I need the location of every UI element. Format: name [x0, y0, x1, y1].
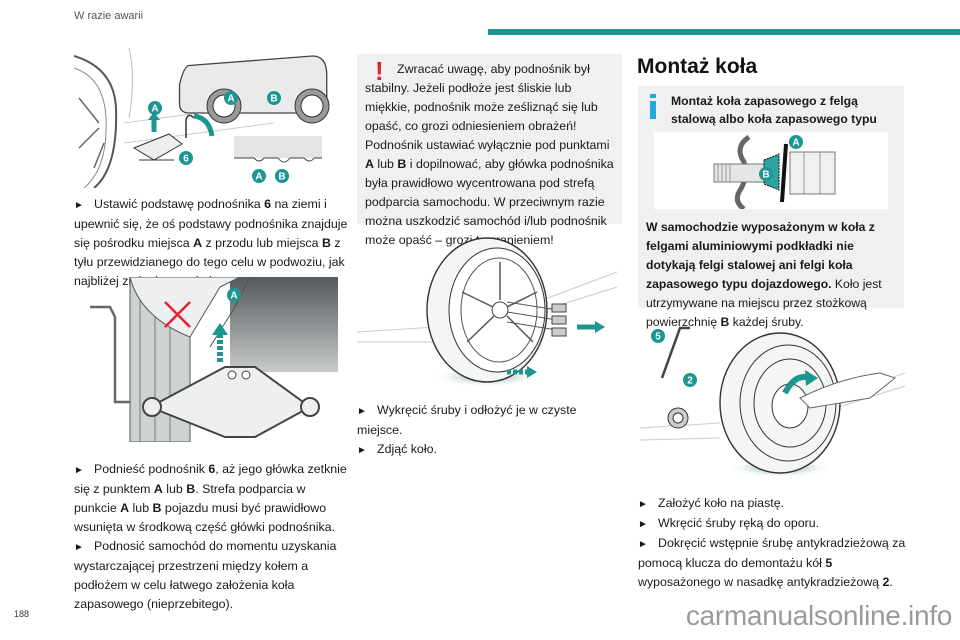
page-number: 188 [14, 609, 30, 619]
label-badge: 6 [179, 151, 193, 165]
bolt-detail-figure: A B [654, 132, 888, 212]
info-box: Montaż koła zapasowego z felgą stalową a… [638, 86, 904, 329]
bullet-icon: ► [74, 542, 84, 553]
step-item: ►Dokręcić wstępnie śrubę antykradzieżową… [638, 536, 906, 589]
steps-mount-wheel: ►Założyć koło na piastę. ►Wkręcić śruby … [638, 494, 908, 592]
svg-text:B: B [762, 170, 769, 181]
svg-text:A: A [792, 138, 799, 149]
bullet-icon: ► [74, 465, 84, 476]
bullet-icon: ► [638, 519, 648, 530]
mount-spare-figure: 5 2 [640, 326, 906, 478]
remove-wheel-figure [357, 237, 618, 387]
svg-text:5: 5 [655, 332, 661, 343]
warning-icon: ! [375, 56, 384, 86]
svg-text:A: A [230, 291, 237, 302]
warning-box: ! Zwracać uwagę, aby podnośnik był stabi… [357, 54, 622, 247]
label-badge: B [275, 169, 289, 183]
label-badge: B [267, 91, 281, 105]
svg-text:A: A [151, 104, 158, 115]
label-badge: 5 [651, 329, 665, 343]
steps-remove-wheel: ►Wykręcić śruby i odłożyć je w czyste mi… [357, 401, 622, 460]
label-badge: 2 [683, 373, 697, 387]
bullet-icon: ► [357, 445, 367, 456]
svg-text:A: A [255, 172, 262, 183]
jack-position-figure: A A B 6 A B [74, 48, 330, 188]
label-badge: A [224, 91, 238, 105]
jack-raise-figure: A [90, 277, 338, 442]
step-item: ►Założyć koło na piastę. [638, 494, 908, 514]
info-body: W samochodzie wyposażonym w koła z felga… [646, 220, 882, 329]
label-badge: A [252, 169, 266, 183]
header-accent-bar [488, 29, 960, 35]
label-badge: A [227, 288, 241, 302]
bullet-icon: ► [357, 406, 367, 417]
svg-text:B: B [278, 172, 285, 183]
bullet-icon: ► [74, 200, 84, 211]
label-badge [789, 135, 803, 149]
step-item: ►Wykręcić śruby i odłożyć je w czyste mi… [357, 403, 577, 437]
watermark: carmanualsonline.info [685, 600, 952, 631]
page-heading: Montaż koła [637, 55, 758, 78]
step-item: ►Wkręcić śruby ręką do oporu. [638, 514, 908, 534]
bullet-icon: ► [638, 539, 648, 550]
info-icon [650, 94, 656, 120]
step-item: ►Zdjąć koło. [357, 440, 622, 460]
warning-text: Zwracać uwagę, aby podnośnik był stabiln… [365, 62, 614, 247]
svg-text:2: 2 [687, 376, 693, 387]
svg-text:B: B [270, 94, 277, 105]
label-badge [759, 167, 773, 181]
step-place-jack: ►Ustawić podstawę podnośnika 6 na ziemi … [74, 197, 348, 288]
label-badge: A [148, 101, 162, 115]
bullet-icon: ► [638, 499, 648, 510]
section-title: W razie awarii [74, 10, 144, 22]
step-raise-jack: ►Podnieść podnośnik 6, aż jego główka ze… [74, 462, 347, 611]
svg-text:A: A [227, 94, 234, 105]
svg-text:6: 6 [183, 154, 189, 165]
